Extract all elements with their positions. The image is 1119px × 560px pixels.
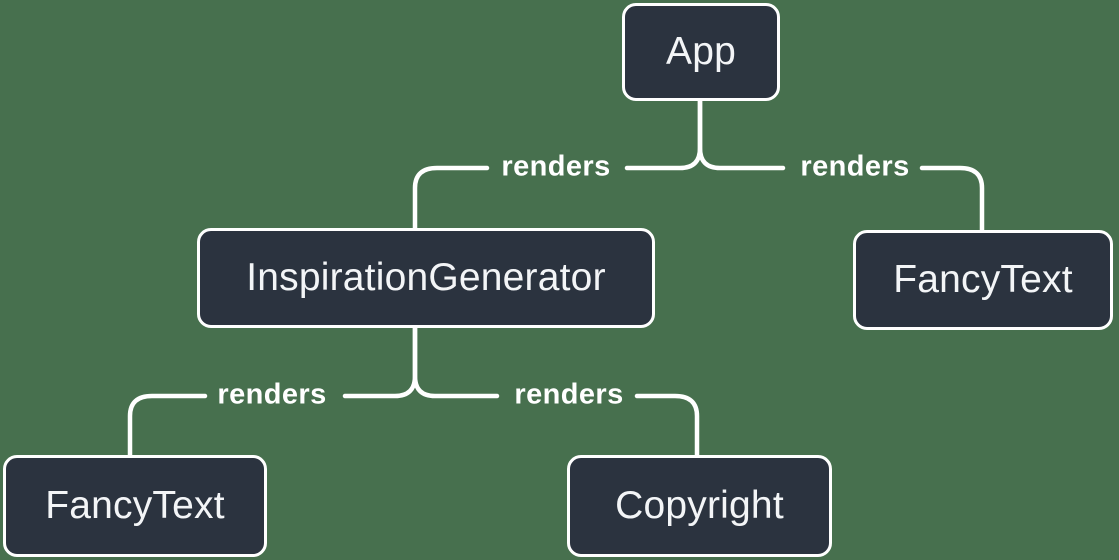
connector-app-to-fancytext-end [919,165,985,233]
edge-label-app-to-inspiration: renders [501,150,611,183]
connector-inspiration-to-fancytext-end [127,393,208,458]
node-inspiration-generator-label: InspirationGenerator [246,256,606,299]
connector-inspiration-to-copyright-end [634,393,700,458]
connector-app-to-inspiration-end [412,165,490,231]
edge-label-inspiration-to-copyright: renders [514,378,624,411]
connector-app-to-fancytext-stem [697,98,786,171]
node-app-label: App [666,30,736,73]
node-fancy-text-top-label: FancyText [893,258,1073,301]
edge-label-inspiration-to-fancytext: renders [217,378,327,411]
edge-label-app-to-fancytext: renders [800,150,910,183]
node-fancy-text-bottom: FancyText [3,455,267,557]
node-app: App [622,3,780,101]
node-copyright: Copyright [567,455,832,557]
node-fancy-text-top: FancyText [853,230,1113,330]
node-fancy-text-bottom-label: FancyText [45,484,225,527]
node-inspiration-generator: InspirationGenerator [197,228,655,328]
connector-inspiration-to-copyright-stem [412,325,500,399]
connector-inspiration-to-fancytext-stem [342,325,418,399]
connector-app-to-inspiration-stem [624,98,703,171]
node-copyright-label: Copyright [615,484,784,527]
